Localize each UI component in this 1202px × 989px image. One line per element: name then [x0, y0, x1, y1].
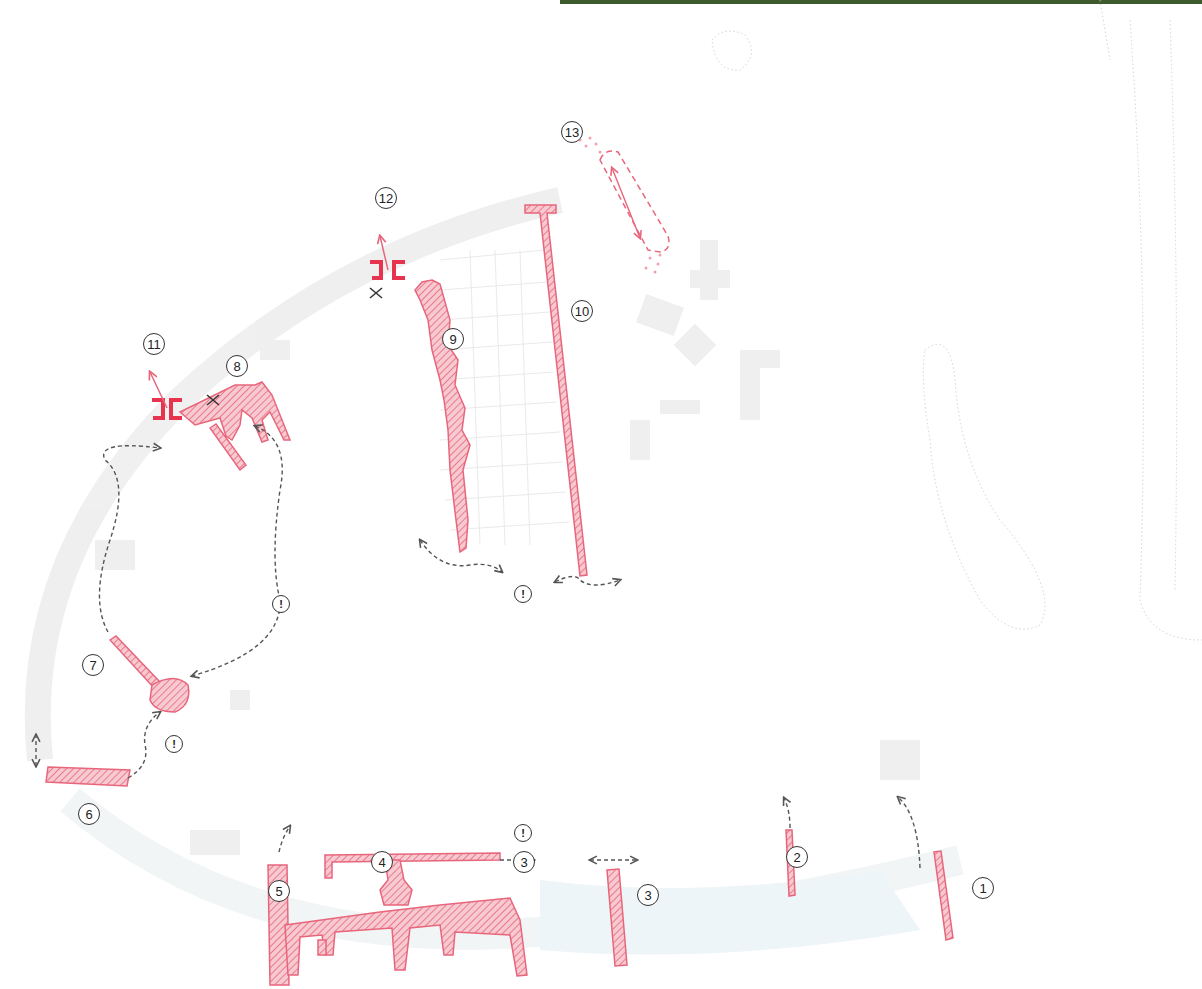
- callout-number: 13: [561, 121, 583, 143]
- callout-number: 12: [375, 187, 397, 209]
- movement-arrows: [36, 426, 920, 868]
- photo-strip: [560, 0, 1202, 4]
- access-arrows: [150, 236, 388, 408]
- warning-mark: !: [514, 585, 532, 603]
- callout-number: 10: [571, 300, 593, 322]
- callout-number: 11: [143, 333, 165, 355]
- callout-number: 1: [972, 877, 994, 899]
- callout-number: 2: [786, 846, 808, 868]
- callout-number: 3: [513, 851, 535, 873]
- callout-number: 9: [442, 328, 464, 350]
- callout-number: 3: [637, 884, 659, 906]
- warning-mark: !: [514, 824, 532, 842]
- gate-symbols: [152, 262, 405, 418]
- base-map: [38, 0, 1202, 955]
- built-edges: [46, 205, 953, 985]
- cross-marks: [207, 288, 382, 405]
- callout-number: 4: [371, 851, 393, 873]
- callout-number: 8: [226, 355, 248, 377]
- callout-number: 5: [268, 880, 290, 902]
- proposed-edge: [579, 137, 670, 274]
- callout-number: 7: [82, 654, 104, 676]
- callout-number: 6: [78, 803, 100, 825]
- warning-mark: !: [165, 735, 183, 753]
- warning-mark: !: [272, 595, 290, 613]
